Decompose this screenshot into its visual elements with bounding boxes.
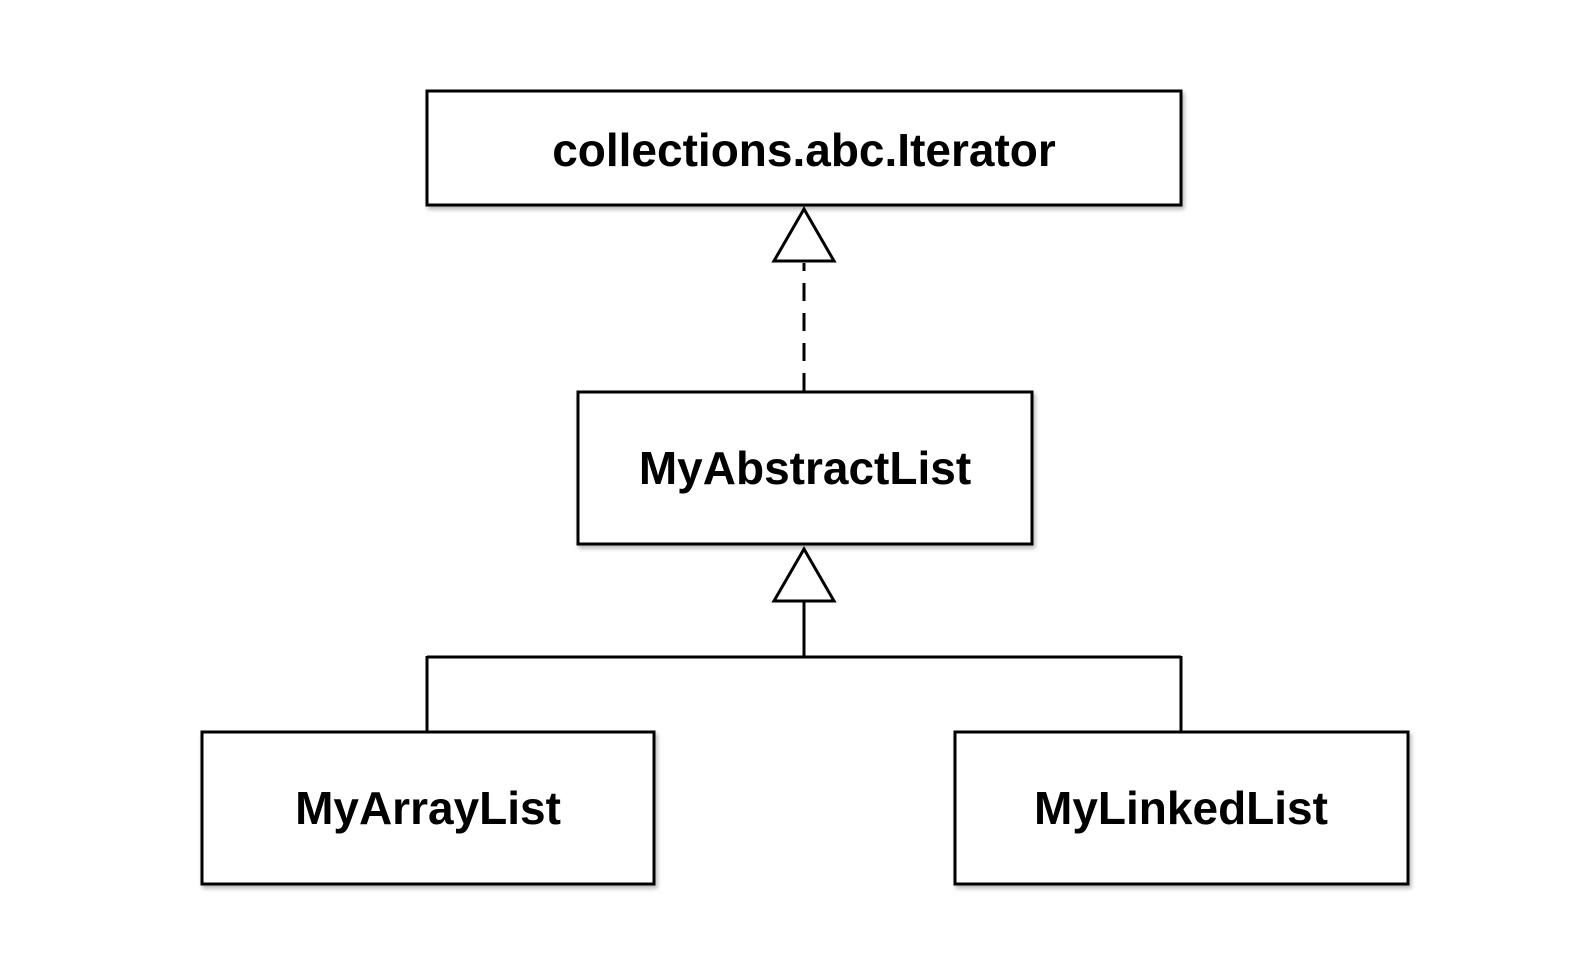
class-name-abstract-list: MyAbstractList — [639, 442, 971, 494]
class-box-abstract-list[interactable]: MyAbstractList — [576, 390, 1034, 546]
class-name-linked-list: MyLinkedList — [1034, 782, 1328, 834]
class-name-array-list: MyArrayList — [295, 782, 561, 834]
generalization-arrowhead — [771, 545, 837, 603]
class-box-iterator[interactable]: collections.abc.Iterator — [425, 89, 1183, 207]
class-box-linked-list[interactable]: MyLinkedList — [953, 730, 1410, 886]
class-box-array-list[interactable]: MyArrayList — [200, 730, 656, 886]
class-name-iterator: collections.abc.Iterator — [552, 124, 1056, 176]
realization-arrow — [771, 205, 837, 391]
generalization-arrow — [425, 545, 1183, 732]
realization-arrowhead — [771, 205, 837, 263]
